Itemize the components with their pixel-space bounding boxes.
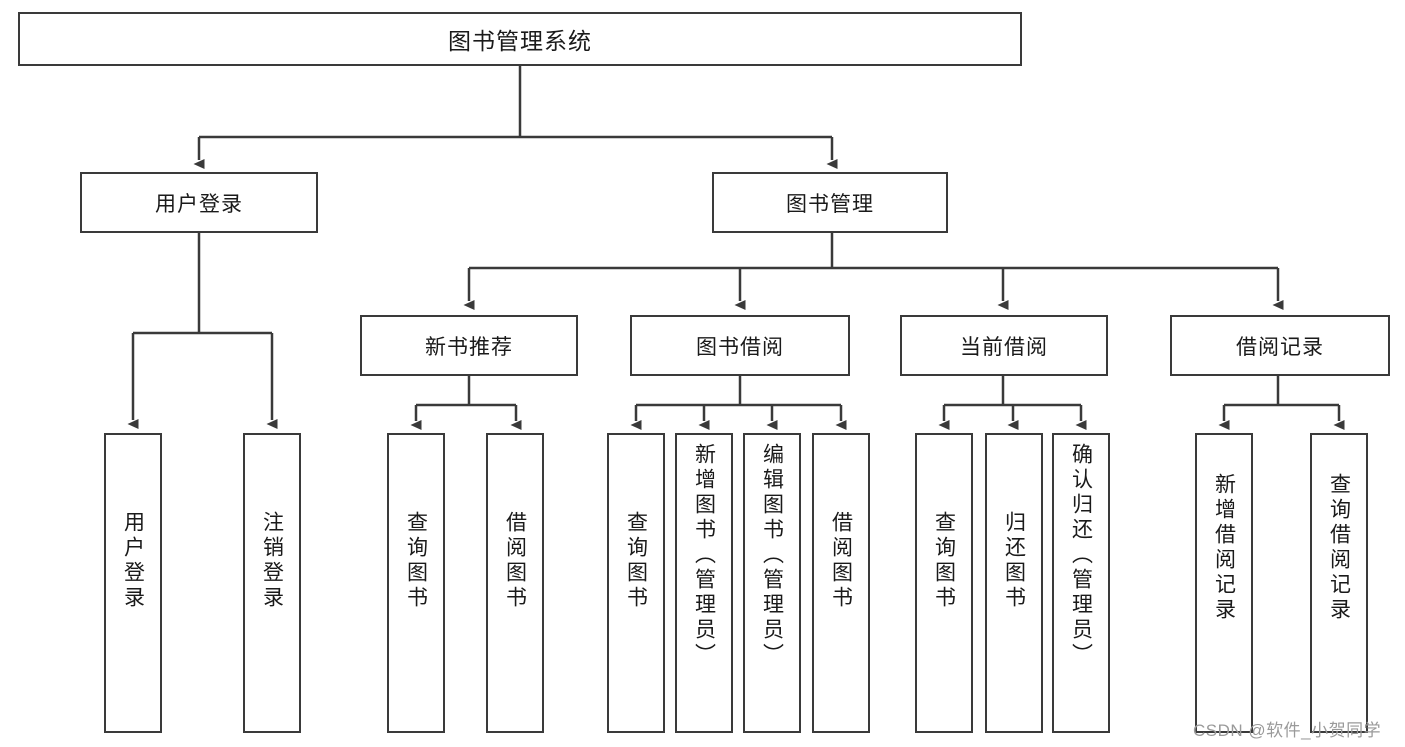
node-leaf-borrow-book-1-label: 借阅图书 [503,511,527,611]
node-leaf-query-book-3-label: 查询图书 [932,511,956,611]
node-book-borrow[interactable]: 图书借阅 [630,315,850,376]
node-user-login[interactable]: 用户登录 [80,172,318,233]
node-leaf-query-borrow-record[interactable]: 查询借阅记录 [1310,433,1368,733]
node-user-login-label: 用户登录 [155,192,243,216]
node-borrow-record-label: 借阅记录 [1236,335,1324,359]
node-leaf-query-book-2[interactable]: 查询图书 [607,433,665,733]
node-current-borrow-label: 当前借阅 [960,335,1048,359]
node-leaf-user-login-label: 用户登录 [121,511,145,611]
node-root-label: 图书管理系统 [448,28,592,54]
node-new-book-recommend[interactable]: 新书推荐 [360,315,578,376]
node-leaf-query-book-3[interactable]: 查询图书 [915,433,973,733]
node-leaf-confirm-return[interactable]: 确认归还（管理员） [1052,433,1110,733]
node-leaf-edit-book[interactable]: 编辑图书（管理员） [743,433,801,733]
node-leaf-return-book[interactable]: 归还图书 [985,433,1043,733]
node-leaf-query-borrow-record-label: 查询借阅记录 [1327,473,1351,623]
node-leaf-user-logout-label: 注销登录 [260,511,284,611]
node-book-borrow-label: 图书借阅 [696,335,784,359]
node-borrow-record[interactable]: 借阅记录 [1170,315,1390,376]
node-leaf-user-login[interactable]: 用户登录 [104,433,162,733]
node-leaf-query-book-1[interactable]: 查询图书 [387,433,445,733]
node-leaf-return-book-label: 归还图书 [1002,511,1026,611]
node-root[interactable]: 图书管理系统 [18,12,1022,66]
watermark-text: CSDN @软件_小贺同学 [1193,721,1382,740]
node-book-manage[interactable]: 图书管理 [712,172,948,233]
node-leaf-user-logout[interactable]: 注销登录 [243,433,301,733]
node-leaf-borrow-book-2[interactable]: 借阅图书 [812,433,870,733]
node-leaf-confirm-return-label: 确认归还（管理员） [1069,443,1093,668]
node-leaf-query-book-2-label: 查询图书 [624,511,648,611]
node-current-borrow[interactable]: 当前借阅 [900,315,1108,376]
node-leaf-edit-book-label: 编辑图书（管理员） [760,443,784,668]
node-leaf-borrow-book-1[interactable]: 借阅图书 [486,433,544,733]
node-leaf-add-book-label: 新增图书（管理员） [692,443,716,668]
node-leaf-add-book[interactable]: 新增图书（管理员） [675,433,733,733]
node-leaf-add-borrow-record-label: 新增借阅记录 [1212,473,1236,623]
node-new-book-recommend-label: 新书推荐 [425,335,513,359]
node-book-manage-label: 图书管理 [786,192,874,216]
node-leaf-query-book-1-label: 查询图书 [404,511,428,611]
node-leaf-add-borrow-record[interactable]: 新增借阅记录 [1195,433,1253,733]
node-leaf-borrow-book-2-label: 借阅图书 [829,511,853,611]
